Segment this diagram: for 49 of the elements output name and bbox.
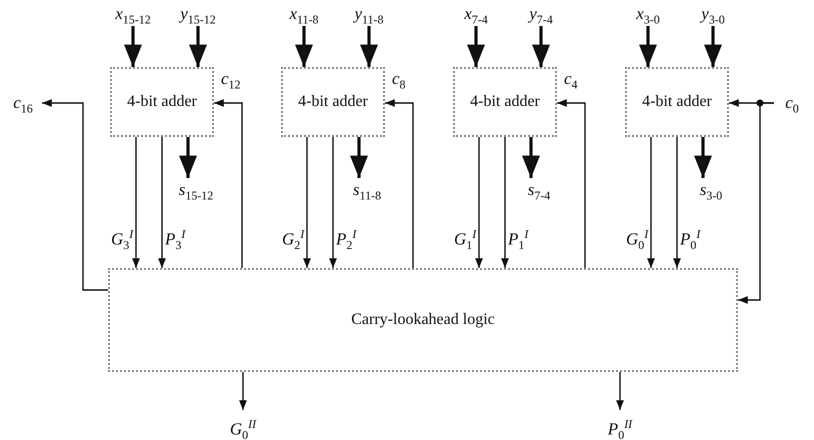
signal-label: y$_{15-12}$ [166, 2, 230, 26]
arrow [158, 137, 166, 268]
arrow [639, 26, 657, 67]
signal-label: y$_{3-0}$ [681, 2, 745, 26]
arrow [616, 372, 624, 410]
arrow [42, 99, 108, 291]
logic-block: Carry-lookahead logic [108, 268, 738, 372]
signal-label: c$_{16}$ [4, 91, 42, 115]
signal-label: x$_{11-8}$ [272, 2, 336, 26]
arrow [124, 26, 142, 67]
arrow [385, 99, 414, 268]
edge-label: c$_{8}$ [392, 70, 406, 90]
arrow [303, 137, 311, 268]
edge-label: c$_{12}$ [221, 70, 241, 90]
signal-label: s$_{11-8}$ [331, 178, 403, 202]
signal-label: x$_{7-4}$ [444, 2, 508, 26]
arrow [647, 137, 655, 268]
signal-label: y$_{7-4}$ [509, 2, 573, 26]
arrow [704, 26, 722, 67]
arrow [694, 137, 712, 178]
signal-label: s$_{15-12}$ [160, 178, 232, 202]
arrow [522, 137, 540, 178]
signal-label: s$_{3-0}$ [675, 178, 747, 202]
arrow [179, 137, 197, 178]
arrow [467, 26, 485, 67]
logic-block: 4-bit adder [281, 67, 385, 137]
edge-label: c$_{4}$ [564, 70, 578, 90]
arrow [132, 137, 140, 268]
arrow [557, 99, 586, 268]
arrow [738, 102, 774, 304]
arrow [189, 26, 207, 67]
arrow [673, 137, 681, 268]
signal-label: s$_{7-4}$ [503, 178, 575, 202]
arrow [214, 99, 243, 268]
logic-block: 4-bit adder [110, 67, 214, 137]
arrow [475, 137, 483, 268]
arrow [532, 26, 550, 67]
signal-label: y$_{11-8}$ [337, 2, 401, 26]
arrow [239, 372, 247, 410]
signal-label: x$_{15-12}$ [101, 2, 165, 26]
arrow [329, 137, 337, 268]
logic-block: 4-bit adder [453, 67, 557, 137]
arrow [295, 26, 313, 67]
logic-block: 4-bit adder [625, 67, 729, 137]
signal-label: x$_{3-0}$ [616, 2, 680, 26]
signal-label: c$_{0}$ [774, 91, 810, 115]
arrow [501, 137, 509, 268]
arrow [350, 137, 368, 178]
arrow [360, 26, 378, 67]
